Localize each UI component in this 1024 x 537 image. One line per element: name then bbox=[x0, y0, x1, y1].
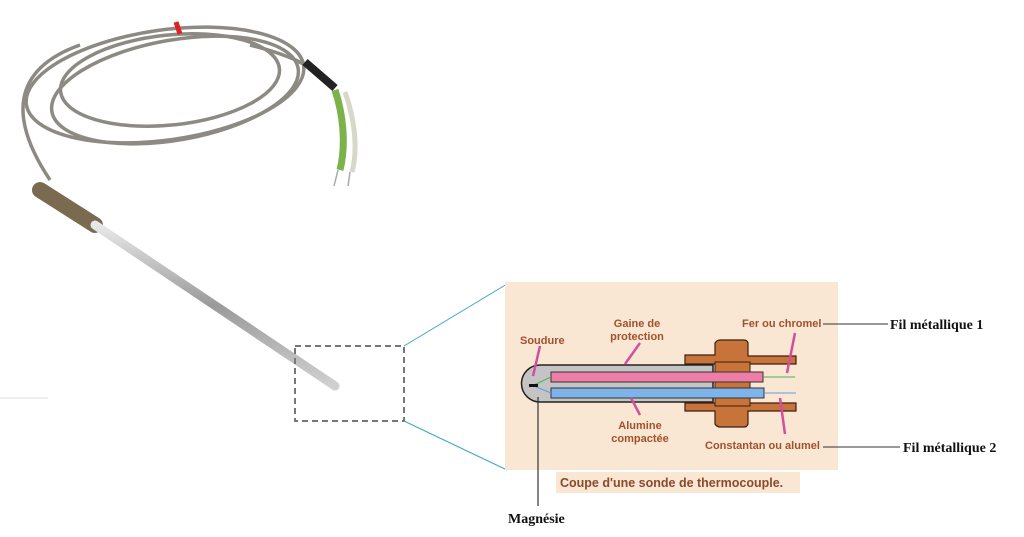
cross-section-inset: Soudure Gaine de protection Fer ou chrom… bbox=[505, 282, 838, 470]
fitting-bottom bbox=[684, 402, 797, 428]
label-gaine-2: protection bbox=[610, 331, 664, 343]
label-soudure: Soudure bbox=[520, 335, 565, 347]
wire-chromel bbox=[550, 371, 764, 383]
probe-photo bbox=[0, 21, 358, 399]
fitting-top bbox=[684, 339, 797, 365]
label-gaine-1: Gaine de bbox=[614, 318, 660, 330]
caption: Coupe d'une sonde de thermocouple. bbox=[560, 476, 783, 490]
label-alumine-1: Alumine bbox=[618, 420, 661, 432]
label-magnesie: Magnésie bbox=[508, 512, 565, 527]
weld-junction bbox=[529, 384, 538, 387]
wire-alumel bbox=[550, 387, 765, 399]
label-constantan: Constantan ou alumel bbox=[705, 440, 820, 452]
label-alumine-2: compactée bbox=[611, 433, 668, 445]
label-fil-metallique-1: Fil métallique 1 bbox=[890, 318, 983, 333]
label-fer: Fer ou chromel bbox=[742, 318, 821, 330]
label-fil-metallique-2: Fil métallique 2 bbox=[903, 441, 996, 456]
zoom-box bbox=[294, 345, 405, 422]
